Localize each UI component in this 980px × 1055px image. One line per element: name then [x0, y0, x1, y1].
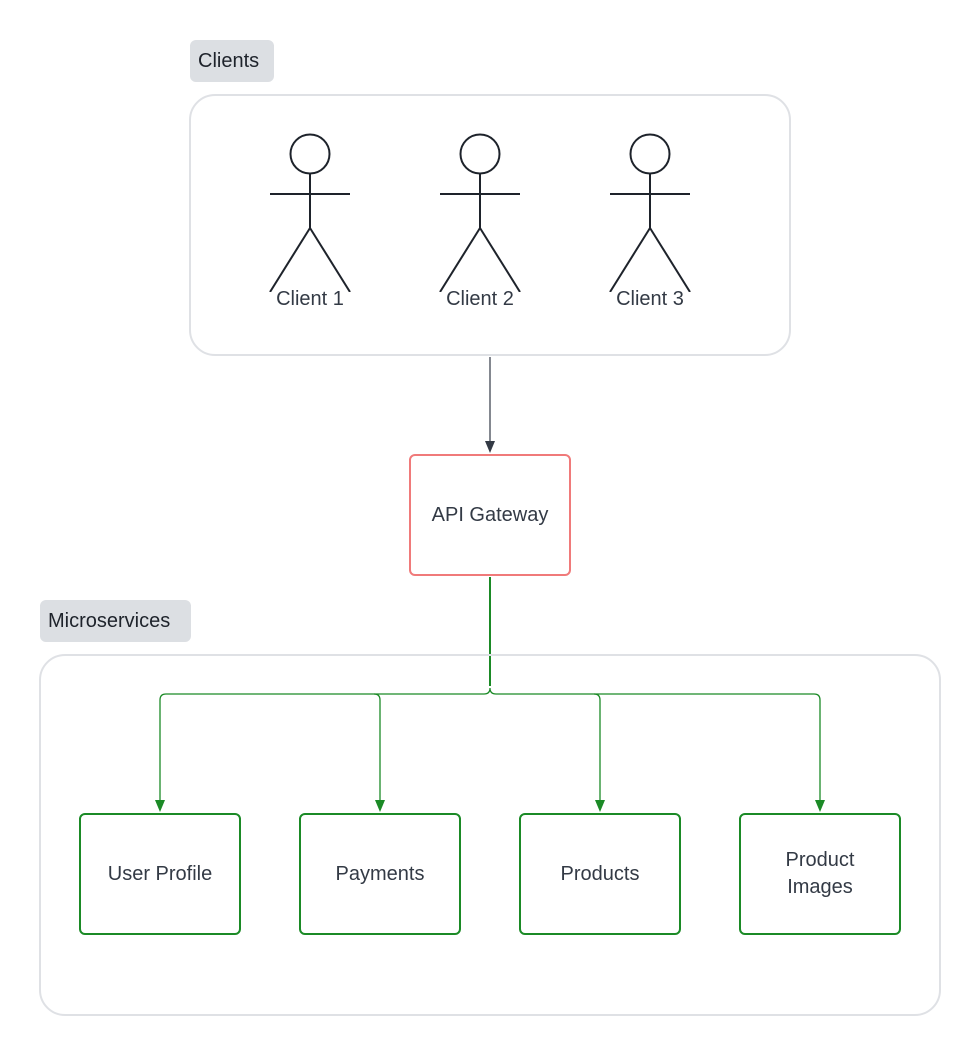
stick-figure-icon: [269, 133, 351, 292]
arrow-head-icon: [375, 800, 385, 812]
client-actor-3[interactable]: Client 3: [600, 132, 700, 322]
client-label: Client 1: [276, 288, 344, 310]
client-actor-2[interactable]: Client 2: [430, 132, 530, 322]
stick-figure-icon: [439, 133, 521, 292]
service-label: Products: [560, 862, 640, 885]
clients-group-label: Clients: [190, 40, 274, 82]
arrow-head-icon: [595, 800, 605, 812]
products-branch-connector: [593, 693, 601, 800]
service-label: User Profile: [107, 862, 213, 885]
service-label: Payments: [335, 862, 425, 885]
microservices-group-container: [39, 654, 941, 1016]
api-gateway-node[interactable]: API Gateway: [409, 454, 571, 576]
microservices-group-label: Microservices: [40, 600, 191, 642]
service-node-user-profile[interactable]: User Profile: [79, 813, 241, 935]
service-node-products[interactable]: Products: [519, 813, 681, 935]
service-bus-connector: [159, 687, 821, 800]
service-label: Product Images: [785, 849, 855, 898]
payments-branch-connector: [373, 693, 381, 800]
stick-figure-icon: [609, 133, 691, 292]
client-label: Client 3: [616, 288, 684, 310]
client-label: Client 2: [446, 288, 514, 310]
arrow-head-icon: [485, 441, 495, 453]
client-actor-1[interactable]: Client 1: [260, 132, 360, 322]
arrow-head-icon: [155, 800, 165, 812]
arrow-head-icon: [815, 800, 825, 812]
api-gateway-label: API Gateway: [431, 503, 549, 526]
service-node-product-images[interactable]: Product Images: [739, 813, 901, 935]
service-node-payments[interactable]: Payments: [299, 813, 461, 935]
